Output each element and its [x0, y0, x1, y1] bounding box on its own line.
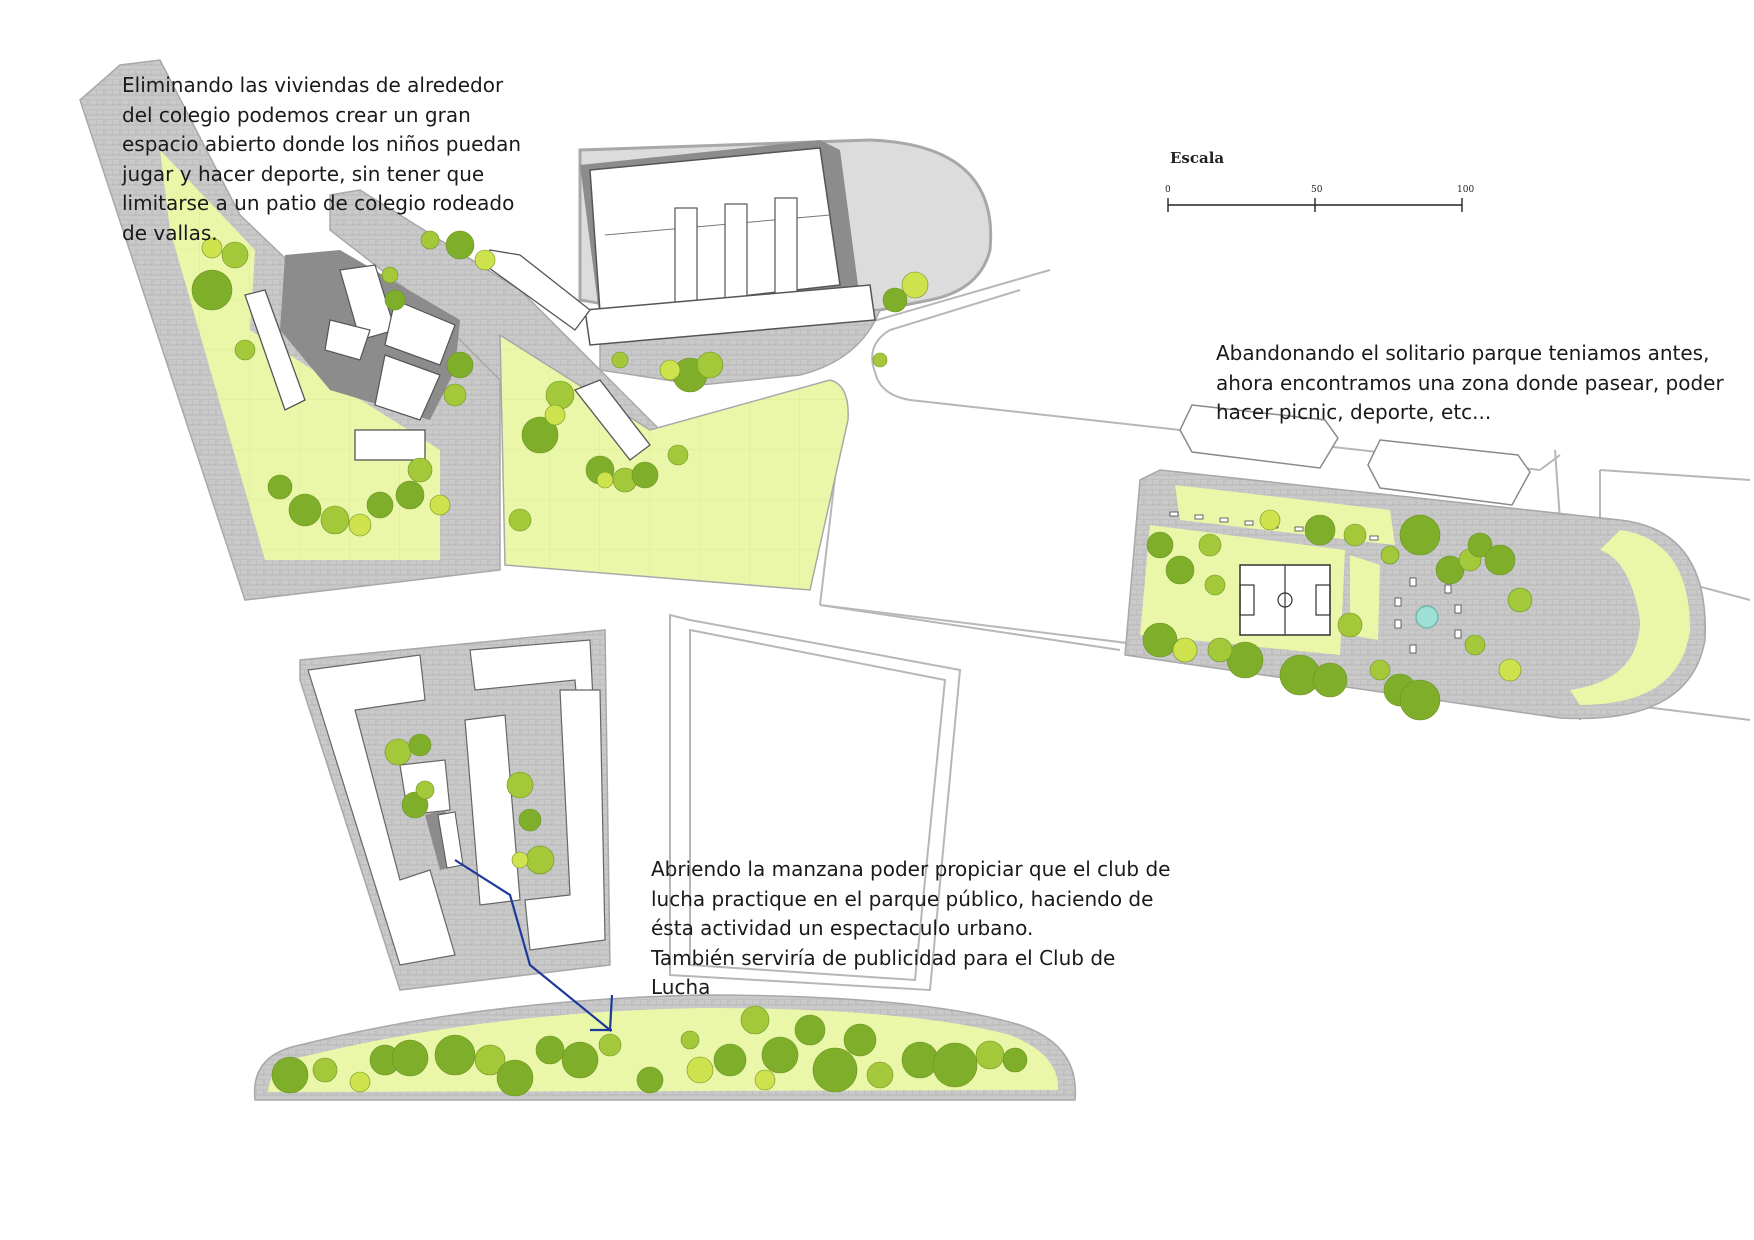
annotation-block: Abriendo la manzana poder propiciar que … [651, 857, 1171, 999]
scale-tick-50: 50 [1311, 185, 1323, 195]
scale-tick-0: 0 [1165, 185, 1171, 195]
fountain [1415, 605, 1439, 629]
scale-title: Escala [1170, 149, 1224, 167]
road-outlines [669, 269, 1751, 992]
scale-tick-100: 100 [1457, 185, 1474, 195]
football-court [1239, 564, 1331, 636]
open-block [299, 629, 611, 991]
road-houses [1179, 404, 1531, 506]
club-route-line [454, 859, 614, 1033]
annotation-park: Abandonando el solitario parque teniamos… [1216, 341, 1724, 424]
annotation-school: Eliminando las viviendas de alrededor de… [122, 73, 522, 245]
scale-bar: Escala 0 50 100 [1165, 149, 1474, 212]
east-park [1124, 469, 1706, 720]
trees [191, 230, 1533, 1097]
